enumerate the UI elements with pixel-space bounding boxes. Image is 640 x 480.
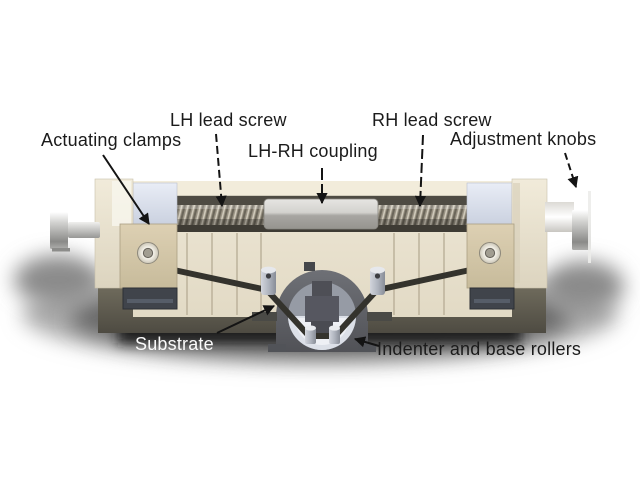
right-guide-post xyxy=(370,266,385,295)
lh-rh-coupling xyxy=(263,198,379,230)
left-actuating-clamp xyxy=(119,223,178,289)
substrate-strip xyxy=(159,264,485,339)
right-actuating-clamp xyxy=(466,223,515,289)
left-clamp-slot xyxy=(122,287,178,310)
label-lh-lead-screw: LH lead screw xyxy=(170,110,287,130)
right-side-tab xyxy=(367,312,392,321)
substrate-arrow xyxy=(216,305,276,334)
label-indenter-and-base-rollers: Indenter and base rollers xyxy=(377,339,582,359)
right-clamp-slot xyxy=(469,287,515,310)
leader-arrows xyxy=(102,133,579,348)
left-guide-post xyxy=(261,266,276,295)
rh-lead-screw-arrow xyxy=(414,134,427,208)
left-slider-block xyxy=(132,182,178,230)
label-actuating-clamps: Actuating clamps xyxy=(41,130,182,150)
lh-lead-screw-arrow xyxy=(215,133,227,208)
adjustment-knobs-arrow xyxy=(564,152,579,189)
left-adjustment-knob xyxy=(50,212,100,252)
label-lh-rh-coupling: LH-RH coupling xyxy=(248,141,378,161)
label-substrate: Substrate xyxy=(135,334,214,354)
lh-lead-screw xyxy=(177,205,266,225)
right-end-block xyxy=(511,178,548,289)
arch-top-tab xyxy=(304,262,315,271)
base-rollers xyxy=(305,325,340,344)
indenter xyxy=(305,281,339,336)
right-slider-block xyxy=(466,182,513,230)
left-side-tab xyxy=(252,312,277,321)
rh-lead-screw xyxy=(377,205,467,225)
right-adjustment-knob xyxy=(545,191,591,263)
label-rh-lead-screw: RH lead screw xyxy=(372,110,492,130)
actuating-clamps-arrow xyxy=(102,154,150,225)
label-adjustment-knobs: Adjustment knobs xyxy=(450,129,597,149)
indenter-arrow xyxy=(353,336,380,348)
